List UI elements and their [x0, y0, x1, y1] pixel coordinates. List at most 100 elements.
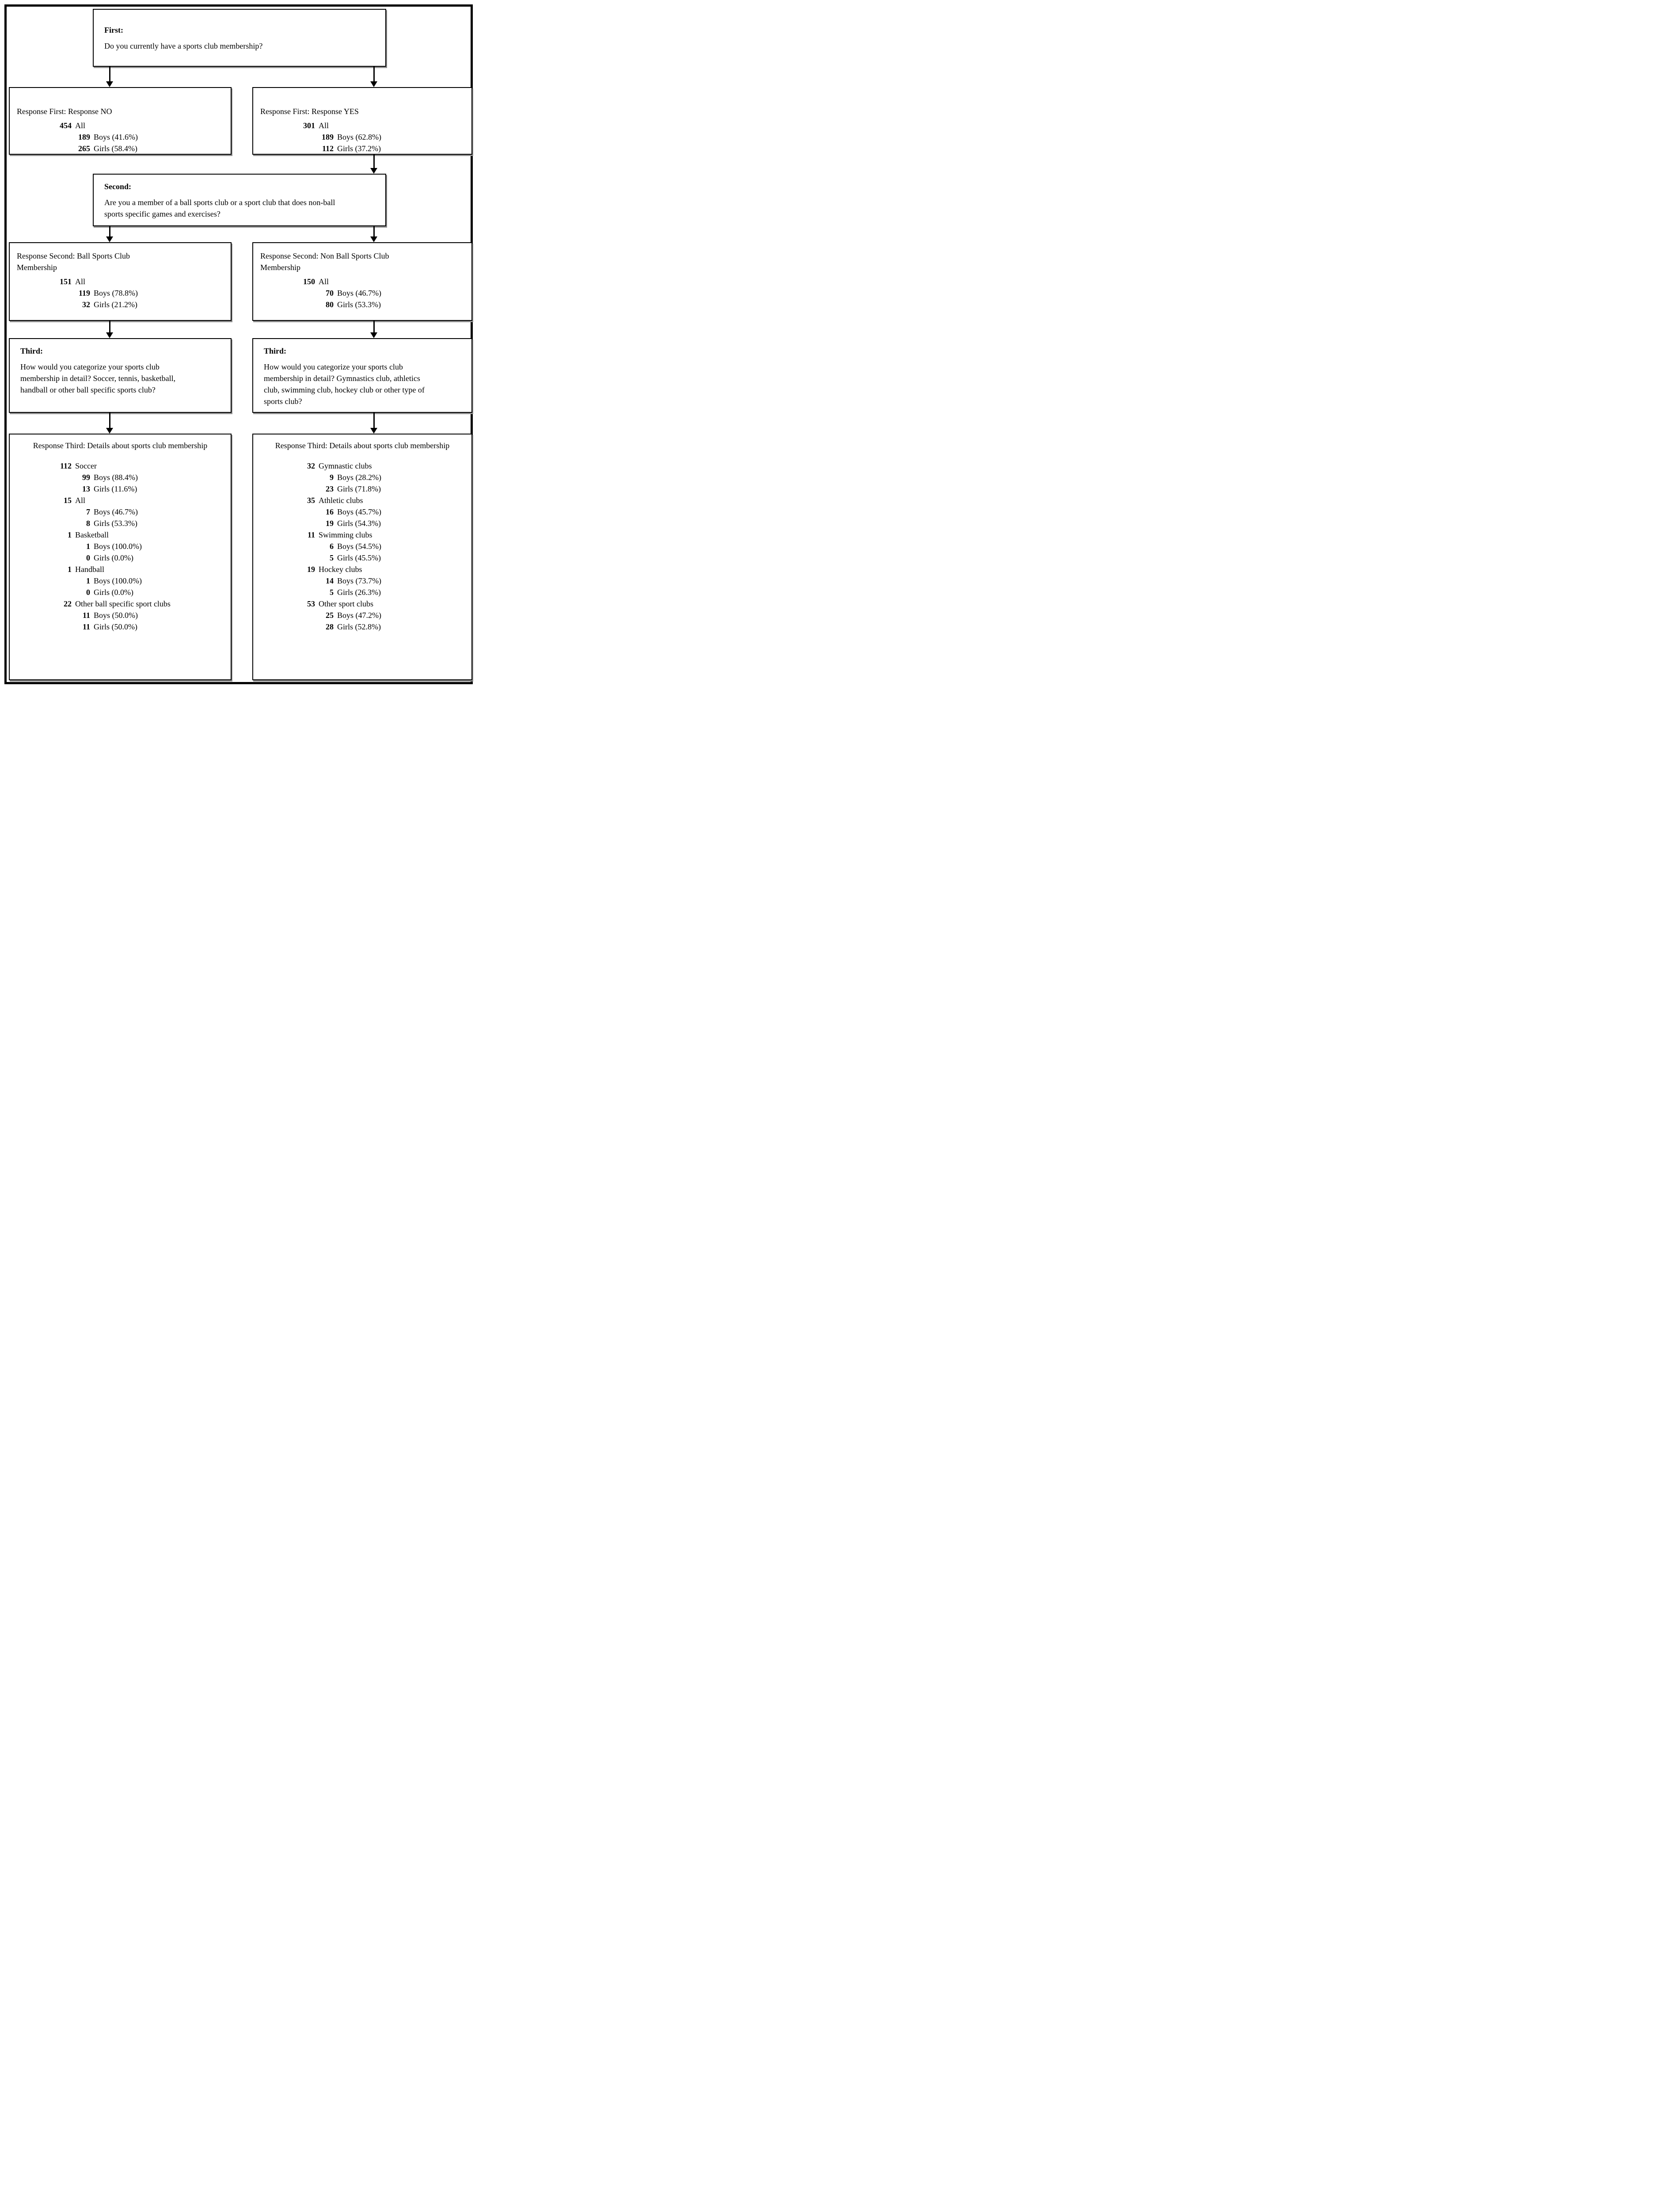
stat-number: 189: [78, 133, 90, 141]
arrow-stem: [109, 67, 110, 81]
stat-label: Boys (45.7%): [337, 507, 381, 516]
arrow-down-icon: [370, 226, 377, 242]
stat-number: 11: [82, 611, 90, 620]
stat-number: 19: [307, 565, 315, 574]
arrowhead: [106, 428, 113, 434]
question-box-third-ball: Third: How would you categorize your spo…: [9, 338, 232, 413]
question-text: Do you currently have a sports club memb…: [104, 41, 263, 50]
response-box-third-nonball: Response Third: Details about sports clu…: [252, 434, 472, 680]
stat-line: 150 All: [260, 276, 464, 287]
stat-label: Boys (54.5%): [337, 542, 381, 551]
question-box-second: Second: Are you a member of a ball sport…: [93, 174, 386, 226]
stat-label: Boys (50.0%): [94, 611, 138, 620]
stat-number: 1: [68, 565, 72, 574]
stat-label: Boys (100.0%): [94, 576, 142, 585]
arrow-stem: [373, 413, 375, 428]
stat-number: 1: [86, 576, 90, 585]
response-title: Response Second: Non Ball Sports Club Me…: [260, 251, 389, 272]
stat-line: 11 Boys (50.0%): [17, 610, 224, 621]
stat-number: 16: [326, 507, 334, 516]
arrowhead: [370, 236, 377, 242]
stat-label: All: [319, 277, 329, 286]
arrow-down-icon: [106, 413, 113, 434]
stat-label: Girls (0.0%): [94, 588, 133, 597]
arrowhead: [106, 332, 113, 338]
stat-number: 265: [78, 144, 90, 153]
stat-number: 1: [86, 542, 90, 551]
stat-label: Soccer: [75, 461, 97, 470]
stat-number: 19: [326, 519, 334, 528]
arrow-down-icon: [106, 226, 113, 242]
stat-number: 9: [330, 473, 334, 482]
response-title: Response First: Response NO: [17, 107, 112, 116]
question-box-third-nonball: Third: How would you categorize your spo…: [252, 338, 472, 413]
response-box-second-nonball: Response Second: Non Ball Sports Club Me…: [252, 242, 472, 321]
stat-label: All: [75, 121, 86, 130]
stat-label: Boys (28.2%): [337, 473, 381, 482]
question-heading: Second:: [104, 182, 132, 191]
stat-number: 5: [330, 588, 334, 597]
stat-number: 25: [326, 611, 334, 620]
arrow-down-icon: [106, 67, 113, 87]
stat-number: 6: [330, 542, 334, 551]
stat-label: Girls (53.3%): [337, 300, 381, 309]
stat-number: 70: [326, 289, 334, 297]
stat-number: 454: [60, 121, 72, 130]
stat-label: Other sport clubs: [319, 599, 373, 608]
arrow-stem: [109, 226, 110, 236]
arrow-stem: [373, 321, 375, 332]
stat-number: 119: [78, 289, 90, 297]
response-title: Response Third: Details about sports clu…: [275, 441, 450, 450]
stat-label: Basketball: [75, 530, 109, 539]
stat-number: 32: [307, 461, 315, 470]
stat-number: 14: [326, 576, 334, 585]
arrowhead: [106, 81, 113, 87]
arrow-stem: [109, 413, 110, 428]
stat-label: Swimming clubs: [319, 530, 372, 539]
stat-label: Girls (21.2%): [94, 300, 137, 309]
survey-flowchart: First: Do you currently have a sports cl…: [0, 0, 477, 686]
stat-label: Girls (53.3%): [94, 519, 137, 528]
stat-line: 1 Boys (100.0%): [17, 575, 224, 587]
stat-label: Girls (45.5%): [337, 553, 381, 562]
stat-label: Girls (50.0%): [94, 622, 137, 631]
stat-number: 112: [60, 461, 72, 470]
response-title: Response Third: Details about sports clu…: [33, 441, 208, 450]
stat-label: Girls (71.8%): [337, 484, 381, 493]
response-box-third-ball: Response Third: Details about sports clu…: [9, 434, 232, 680]
stat-label: Girls (11.6%): [94, 484, 137, 493]
stat-number: 7: [86, 507, 90, 516]
stat-label: All: [75, 496, 86, 505]
stat-number: 150: [303, 277, 315, 286]
stat-number: 301: [303, 121, 315, 130]
stat-label: Other ball specific sport clubs: [75, 599, 171, 608]
stat-label: Boys (88.4%): [94, 473, 138, 482]
stat-number: 151: [60, 277, 72, 286]
stat-number: 53: [307, 599, 315, 608]
arrow-down-icon: [106, 321, 113, 338]
stat-label: Girls (54.3%): [337, 519, 381, 528]
stat-number: 35: [307, 496, 315, 505]
arrow-down-icon: [370, 413, 377, 434]
stat-number: 112: [322, 144, 334, 153]
